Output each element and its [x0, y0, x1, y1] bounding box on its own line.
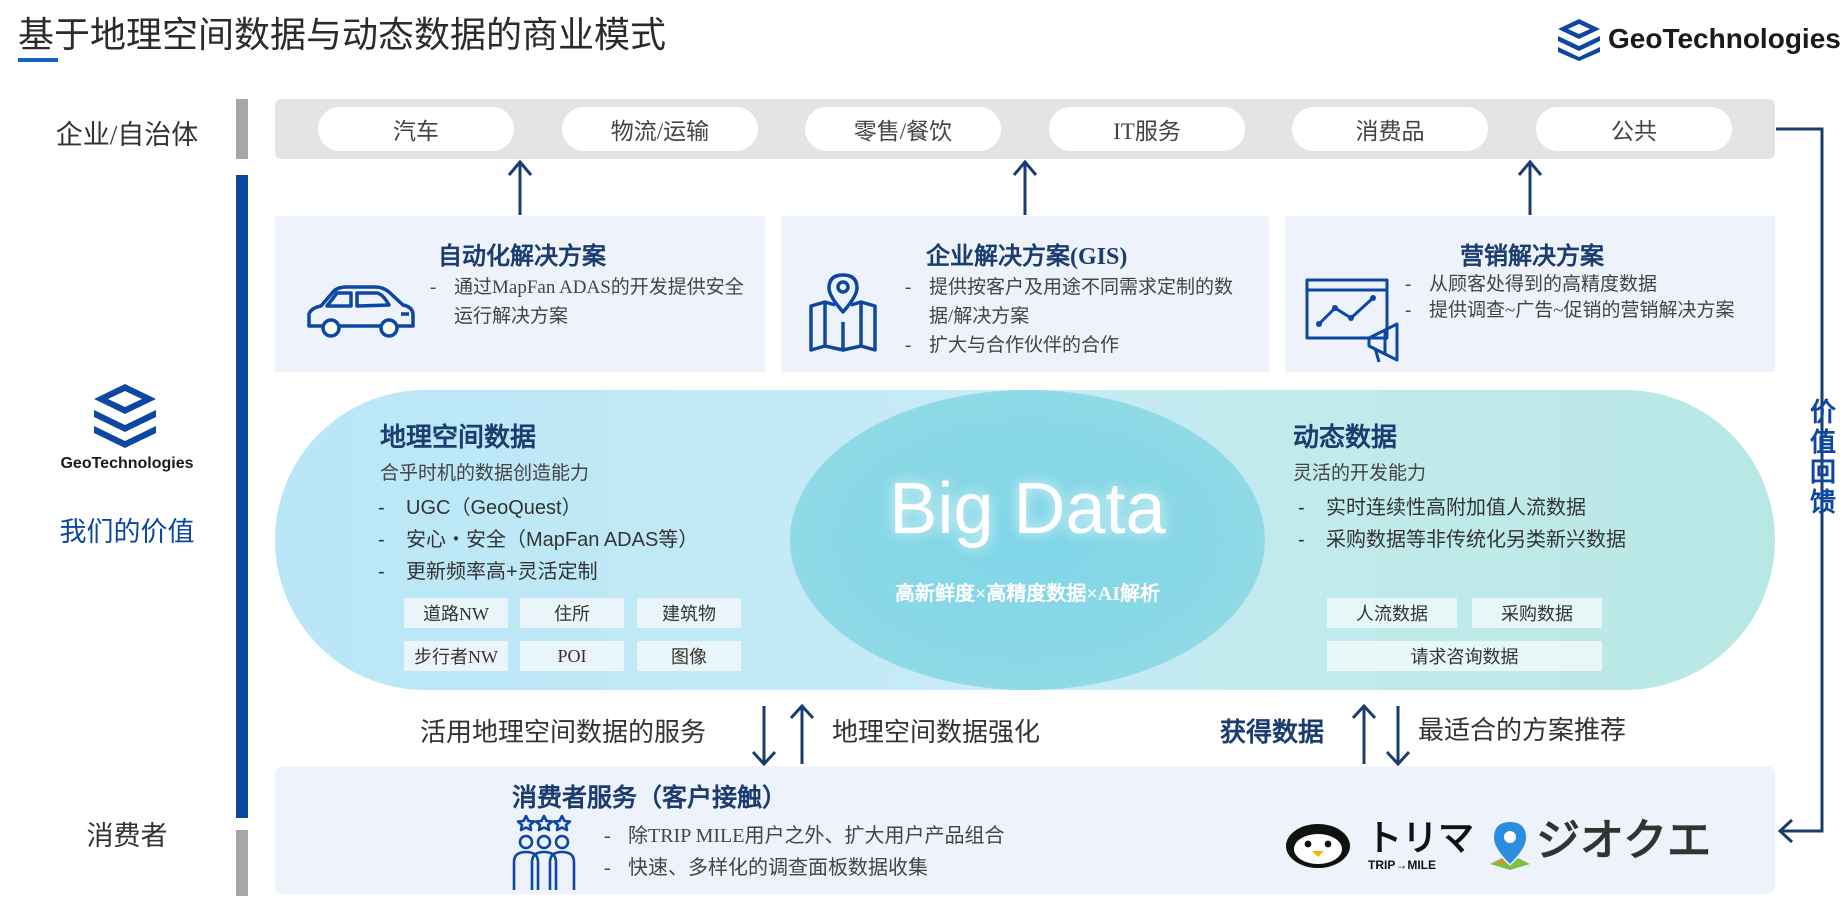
- label-our-value: 我们的价值: [59, 517, 195, 547]
- label-consumer: 消费者: [86, 821, 168, 851]
- consumer-bullets: 除TRIP MILE用户之外、扩大用户产品组合 快速、多样化的调查面板数据收集: [604, 820, 1164, 884]
- solution-title: 企业解决方案(GIS): [926, 244, 1128, 270]
- dynamic-bullet: 实时连续性高附加值人流数据: [1298, 492, 1626, 524]
- solution-bullet: 扩大与合作伙伴的合作: [905, 331, 1255, 360]
- consumer-bullet: 快速、多样化的调查面板数据收集: [604, 852, 1164, 884]
- geoquest-logo-text: ジオクエ: [1536, 816, 1712, 865]
- trima-logo-text: トリマ: [1366, 817, 1475, 858]
- geotech-logo-icon: [1558, 19, 1600, 61]
- solution-bullet: 通过MapFan ADAS的开发提供安全运行解决方案: [430, 273, 750, 331]
- brand-name-small: GeoTechnologies: [60, 455, 194, 472]
- dynamic-tag: 人流数据: [1327, 598, 1457, 628]
- geotech-logo-large-icon: [94, 384, 156, 448]
- solution-title: 营销解决方案: [1460, 244, 1604, 270]
- bigdata-title: Big Data: [889, 469, 1166, 549]
- car-icon: [307, 285, 415, 338]
- map-pin-icon: [809, 273, 877, 352]
- solution-bullet: 提供调查~广告~促销的营销解决方案: [1405, 298, 1755, 324]
- solution-card-automation: 自动化解决方案 通过MapFan ADAS的开发提供安全运行解决方案: [275, 216, 765, 372]
- trima-logo-sub: TRIP→MILE: [1368, 858, 1436, 872]
- industry-pill-retail: 零售/餐饮: [805, 107, 1001, 151]
- users-stars-icon: [512, 814, 576, 890]
- geo-tag: 图像: [637, 641, 741, 671]
- industry-pill-it: IT服务: [1049, 107, 1245, 151]
- brand-name: GeoTechnologies: [1608, 23, 1841, 54]
- dynamic-subtitle: 灵活的开发能力: [1293, 463, 1427, 484]
- solution-title: 自动化解决方案: [438, 244, 606, 270]
- industry-pill-logistics: 物流/运输: [562, 107, 758, 151]
- geo-tag: 建筑物: [637, 598, 741, 628]
- label-enterprise: 企业/自治体: [55, 120, 199, 150]
- geo-tag: 道路NW: [404, 598, 508, 628]
- bigdata-subtitle: 高新鲜度×高精度数据×AI解析: [894, 583, 1161, 605]
- industry-pill-auto: 汽车: [318, 107, 514, 151]
- bigdata-circle: [790, 390, 1265, 690]
- solution-card-gis: 企业解决方案(GIS) 提供按客户及用途不同需求定制的数据/解决方案 扩大与合作…: [781, 216, 1269, 372]
- flow-label-geo-enhance: 地理空间数据强化: [832, 718, 1041, 747]
- trima-penguin-icon: [1286, 824, 1350, 868]
- page-title: 基于地理空间数据与动态数据的商业模式: [18, 15, 667, 55]
- feedback-label: 价值回馈: [1809, 398, 1836, 517]
- consumer-title: 消费者服务（客户接触）: [512, 785, 788, 812]
- flow-label-recommend: 最适合的方案推荐: [1418, 716, 1627, 745]
- title-underline: [18, 58, 58, 62]
- geoquest-pin-icon: [1490, 822, 1530, 870]
- geo-bullets: UGC（GeoQuest） 安心・安全（MapFan ADAS等） 更新频率高+…: [378, 492, 698, 588]
- solution-bullet: 提供按客户及用途不同需求定制的数据/解决方案: [905, 273, 1255, 331]
- solution-bullets: 提供按客户及用途不同需求定制的数据/解决方案 扩大与合作伙伴的合作: [905, 273, 1255, 360]
- marketing-chart-megaphone-icon: [1305, 278, 1399, 363]
- geo-bullet: 安心・安全（MapFan ADAS等）: [378, 524, 698, 556]
- bar-enterprise: [236, 99, 248, 159]
- bar-consumer: [236, 830, 248, 896]
- dynamic-bullet: 采购数据等非传统化另类新兴数据: [1298, 524, 1626, 556]
- dynamic-tag: 请求咨询数据: [1327, 641, 1602, 671]
- geo-subtitle: 合乎时机的数据创造能力: [380, 463, 590, 484]
- dynamic-bullets: 实时连续性高附加值人流数据 采购数据等非传统化另类新兴数据: [1298, 492, 1626, 556]
- bar-value: [236, 175, 248, 818]
- industry-pill-consumer-goods: 消费品: [1292, 107, 1488, 151]
- flow-label-geo-service: 活用地理空间数据的服务: [420, 718, 707, 747]
- geo-tag: 住所: [520, 598, 624, 628]
- geo-tag: POI: [520, 641, 624, 671]
- geo-tag: 步行者NW: [404, 641, 508, 671]
- solution-bullets: 通过MapFan ADAS的开发提供安全运行解决方案: [430, 273, 750, 331]
- geo-bullet: UGC（GeoQuest）: [378, 492, 698, 524]
- dynamic-tag: 采购数据: [1472, 598, 1602, 628]
- flow-label-get-data: 获得数据: [1220, 718, 1325, 747]
- solution-bullet: 从顾客处得到的高精度数据: [1405, 272, 1755, 298]
- geo-title: 地理空间数据: [380, 423, 537, 452]
- brand-logo: GeoTechnologies: [1556, 14, 1846, 64]
- industry-pill-public: 公共: [1536, 107, 1732, 151]
- solution-bullets: 从顾客处得到的高精度数据 提供调查~广告~促销的营销解决方案: [1405, 272, 1755, 324]
- dynamic-title: 动态数据: [1293, 423, 1398, 452]
- industry-bar: 汽车 物流/运输 零售/餐饮 IT服务 消费品 公共: [275, 99, 1775, 159]
- consumer-bullet: 除TRIP MILE用户之外、扩大用户产品组合: [604, 820, 1164, 852]
- solution-card-marketing: 营销解决方案 从顾客处得到的高精度数据 提供调查~广告~促销的营销解决方案: [1285, 216, 1775, 372]
- geo-bullet: 更新频率高+灵活定制: [378, 556, 698, 588]
